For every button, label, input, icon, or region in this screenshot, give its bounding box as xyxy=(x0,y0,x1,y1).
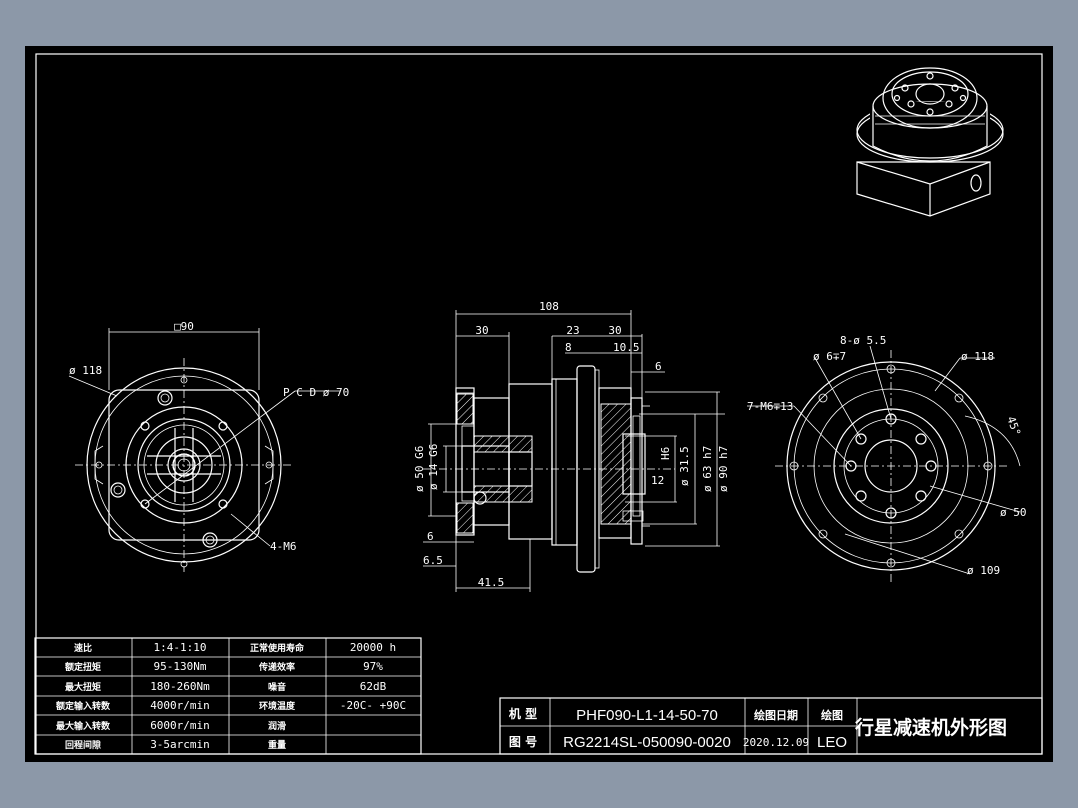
drawer-value: LEO xyxy=(817,734,847,751)
dim-dia-118-front: ø 118 xyxy=(69,364,102,377)
front-view xyxy=(68,328,340,572)
dim-dia-63-h7: ø 63 h7 xyxy=(701,446,714,492)
cad-drawing: □90 ø 118 P C D ø 70 4-M6 108 30 23 30 8… xyxy=(34,53,1043,755)
drawer-label: 绘图 xyxy=(821,708,843,722)
dim-dia-50-rear: ø 50 xyxy=(1000,506,1027,519)
dim-angle-45: 45° xyxy=(1004,415,1023,438)
dim-6-5: 6.5 xyxy=(423,554,443,567)
isometric-view xyxy=(856,67,1004,217)
drawing-no-label: 图 号 xyxy=(509,734,537,749)
dim-dia-118-rear: ø 118 xyxy=(961,350,994,363)
spec-key: 回程间隙 xyxy=(65,739,101,751)
dim-8: 8 xyxy=(565,341,572,354)
spec-key: 润滑 xyxy=(268,720,286,732)
dim-pin-hole: ø 6∓7 xyxy=(813,350,846,363)
spec-value: 180-260Nm xyxy=(150,680,210,693)
dim-6-top: 6 xyxy=(655,360,662,373)
model-label: 机 型 xyxy=(509,706,537,721)
dim-41-5: 41.5 xyxy=(478,576,505,589)
rear-view xyxy=(747,345,1021,582)
dim-pcd-70: P C D ø 70 xyxy=(283,386,349,399)
spec-value: 4000r/min xyxy=(150,699,210,712)
spec-key: 噪音 xyxy=(268,681,286,693)
spec-key: 速比 xyxy=(74,642,92,654)
dim-dia-50-g6: ø 50 G6 xyxy=(413,446,426,492)
dim-30-right: 30 xyxy=(608,324,621,337)
dim-dia-14-g6: ø 14 G6 xyxy=(427,444,440,490)
date-value: 2020.12.09 xyxy=(743,736,809,749)
spec-key: 正常使用寿命 xyxy=(250,642,305,654)
date-label: 绘图日期 xyxy=(754,708,798,722)
side-view xyxy=(423,310,725,592)
spec-key: 重量 xyxy=(268,739,286,751)
spec-value: 1:4-1:10 xyxy=(154,641,207,654)
dim-12: 12 xyxy=(651,474,664,487)
dim-30-left: 30 xyxy=(475,324,488,337)
spec-value: 95-130Nm xyxy=(154,660,207,673)
spec-table: 速比 1:4-1:10 正常使用寿命 20000 h 额定扭矩 95-130Nm… xyxy=(34,637,422,755)
dim-dia-109: ø 109 xyxy=(967,564,1000,577)
spec-key: 环境温度 xyxy=(259,700,296,712)
spec-value: 62dB xyxy=(360,680,387,693)
dim-dia-31-5: ø 31.5 xyxy=(678,446,691,486)
spec-value: -20C- +90C xyxy=(340,699,406,712)
dim-23: 23 xyxy=(566,324,579,337)
spec-value: 3-5arcmin xyxy=(150,738,210,751)
drawing-sheet: □90 ø 118 P C D ø 70 4-M6 108 30 23 30 8… xyxy=(25,46,1053,762)
dim-7-m6: 7-M6∓13 xyxy=(747,400,793,413)
dim-10-5: 10.5 xyxy=(613,341,640,354)
spec-key: 最大输入转数 xyxy=(56,720,111,732)
dim-dia-90-h7: ø 90 h7 xyxy=(717,446,730,492)
dim-8-holes: 8-ø 5.5 xyxy=(840,334,886,347)
dim-square-90: □90 xyxy=(174,320,194,333)
dim-h6: H6 xyxy=(659,447,672,460)
spec-key: 传递效率 xyxy=(258,661,295,673)
drawing-title: 行星减速机外形图 xyxy=(854,716,1007,739)
spec-key: 最大扭矩 xyxy=(65,681,101,693)
dim-6-left: 6 xyxy=(427,530,434,543)
dim-108: 108 xyxy=(539,300,559,313)
drawing-no-value: RG2214SL-050090-0020 xyxy=(563,734,731,751)
dim-4-m6: 4-M6 xyxy=(270,540,297,553)
title-block xyxy=(499,697,1043,755)
spec-value: 6000r/min xyxy=(150,719,210,732)
spec-value: 20000 h xyxy=(350,641,396,654)
model-value: PHF090-L1-14-50-70 xyxy=(576,707,718,724)
spec-key: 额定输入转数 xyxy=(56,700,111,712)
spec-key: 额定扭矩 xyxy=(65,661,101,673)
spec-value: 97% xyxy=(363,660,383,673)
